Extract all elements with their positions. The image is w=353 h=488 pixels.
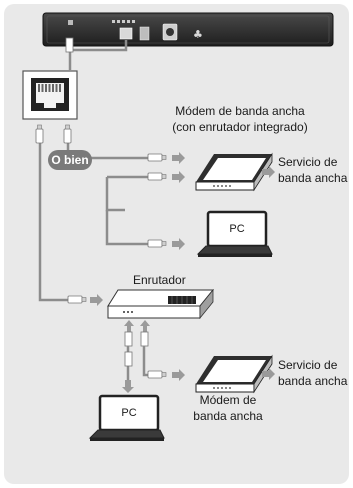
pc-laptop-icon: [196, 210, 273, 257]
arrow-up-icon: [124, 320, 150, 332]
or-badge: O bien: [48, 150, 92, 170]
cable-plug-icon: [147, 153, 167, 162]
cable-plug-icon: [140, 331, 149, 347]
service-top-label-line1: Servicio de: [278, 155, 338, 169]
cable-plug-icon: [147, 239, 167, 248]
modem-icon: [195, 354, 273, 394]
arrow-right-icon: [172, 369, 185, 381]
pc-laptop-icon: [88, 394, 165, 441]
pc-top-label: PC: [229, 223, 245, 235]
cable-plug-icon: [147, 172, 167, 181]
service-top-label-line2: banda ancha: [278, 171, 348, 185]
modem-router-label-line2: (con enrutador integrado): [172, 120, 308, 134]
arrow-right-icon: [172, 171, 185, 183]
router-label: Enrutador: [133, 273, 186, 287]
lan-jack-closeup-icon: [22, 70, 78, 120]
pc-bottom-label: PC: [121, 407, 137, 419]
modem-router-label-line1: Módem de banda ancha: [175, 104, 305, 118]
router-icon: [107, 288, 215, 320]
modem-router-icon: [195, 152, 273, 192]
lan-port-icon: [119, 27, 133, 40]
arrow-right-icon: [90, 294, 103, 306]
arrow-down-icon: [122, 380, 134, 393]
modem-bottom-label-line1: Módem de: [199, 393, 257, 407]
cable-plug-icon: [63, 124, 72, 144]
service-bottom-label-line2: banda ancha: [278, 374, 348, 388]
cable-plug-icon: [65, 37, 74, 53]
cable-plug-icon: [147, 370, 167, 379]
modem-bottom-label-line2: banda ancha: [193, 409, 263, 423]
cable-plug-icon: [124, 351, 133, 367]
svg-text:♣: ♣: [193, 28, 203, 41]
arrow-right-icon: [172, 238, 185, 250]
cable-plug-icon: [124, 331, 133, 347]
service-bottom-label-line1: Servicio de: [278, 358, 338, 372]
cable-plug-icon: [67, 295, 87, 304]
player-rear-panel: ♣: [42, 12, 334, 47]
cable-plug-icon: [35, 124, 44, 144]
arrow-right-icon: [172, 152, 185, 164]
